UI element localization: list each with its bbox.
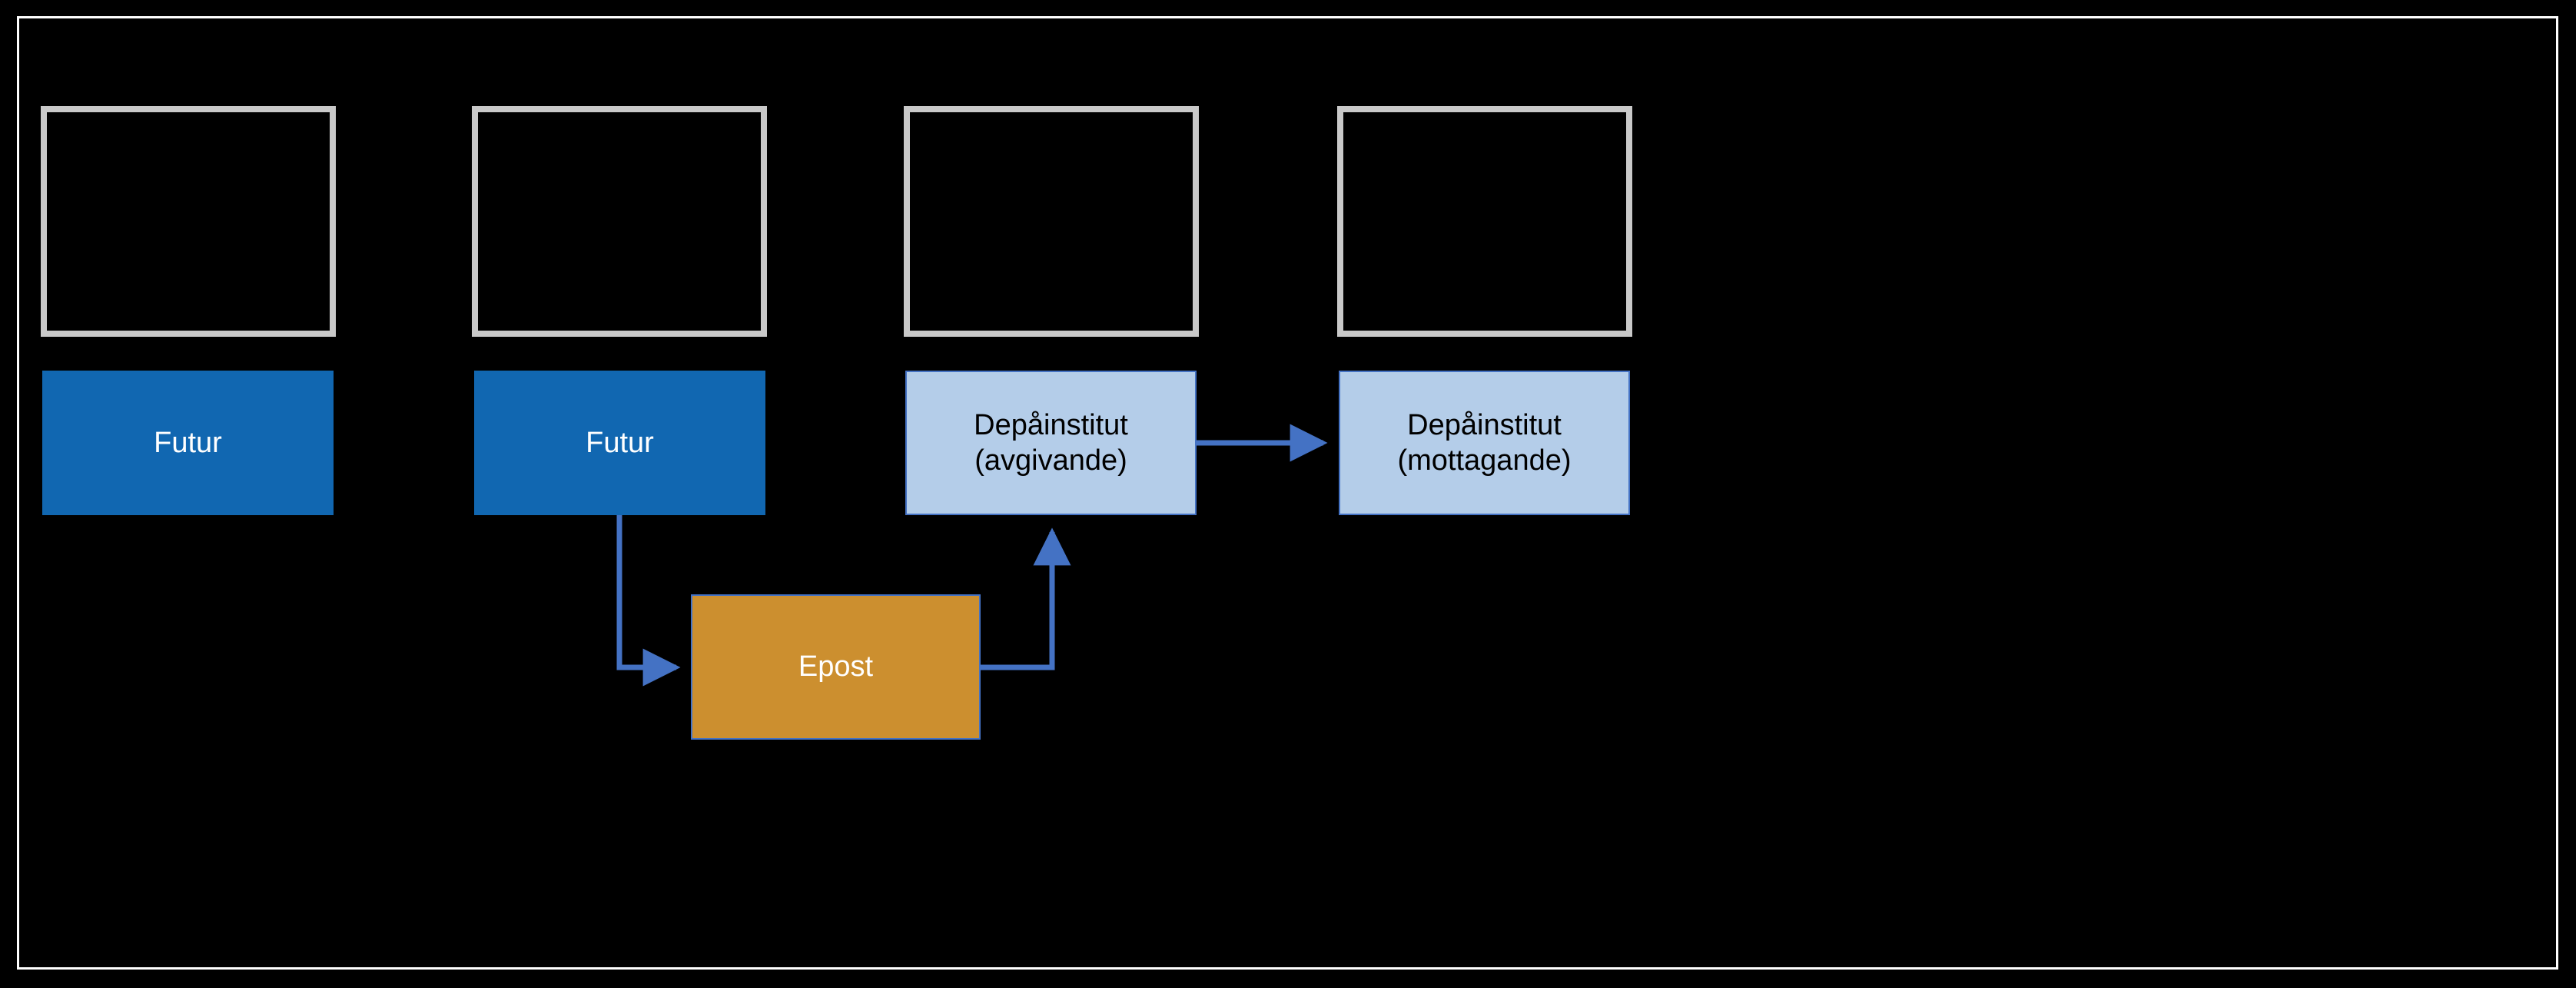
node-futur-1-label: Futur (154, 426, 222, 459)
connector-epost-to-avgivande (981, 527, 1071, 670)
node-depainstitut-mottagande[interactable]: Depåinstitut (mottagande) (1339, 371, 1630, 515)
node-epost-label: Epost (798, 650, 874, 684)
node-depainstitut-mottagande-label: Depåinstitut (mottagande) (1397, 408, 1572, 477)
connector-futur2-to-epost (616, 515, 681, 687)
placeholder-box-4[interactable] (1337, 106, 1632, 337)
canvas-frame-border (17, 16, 2558, 970)
node-depainstitut-avgivande-label: Depåinstitut (avgivande) (974, 408, 1128, 477)
placeholder-box-2[interactable] (472, 106, 767, 337)
node-epost[interactable]: Epost (691, 594, 981, 740)
placeholder-box-1[interactable] (41, 106, 336, 337)
node-futur-2[interactable]: Futur (474, 371, 765, 515)
placeholder-box-3[interactable] (904, 106, 1199, 337)
node-depainstitut-avgivande[interactable]: Depåinstitut (avgivande) (905, 371, 1197, 515)
node-futur-1[interactable]: Futur (42, 371, 334, 515)
node-futur-2-label: Futur (586, 426, 654, 459)
